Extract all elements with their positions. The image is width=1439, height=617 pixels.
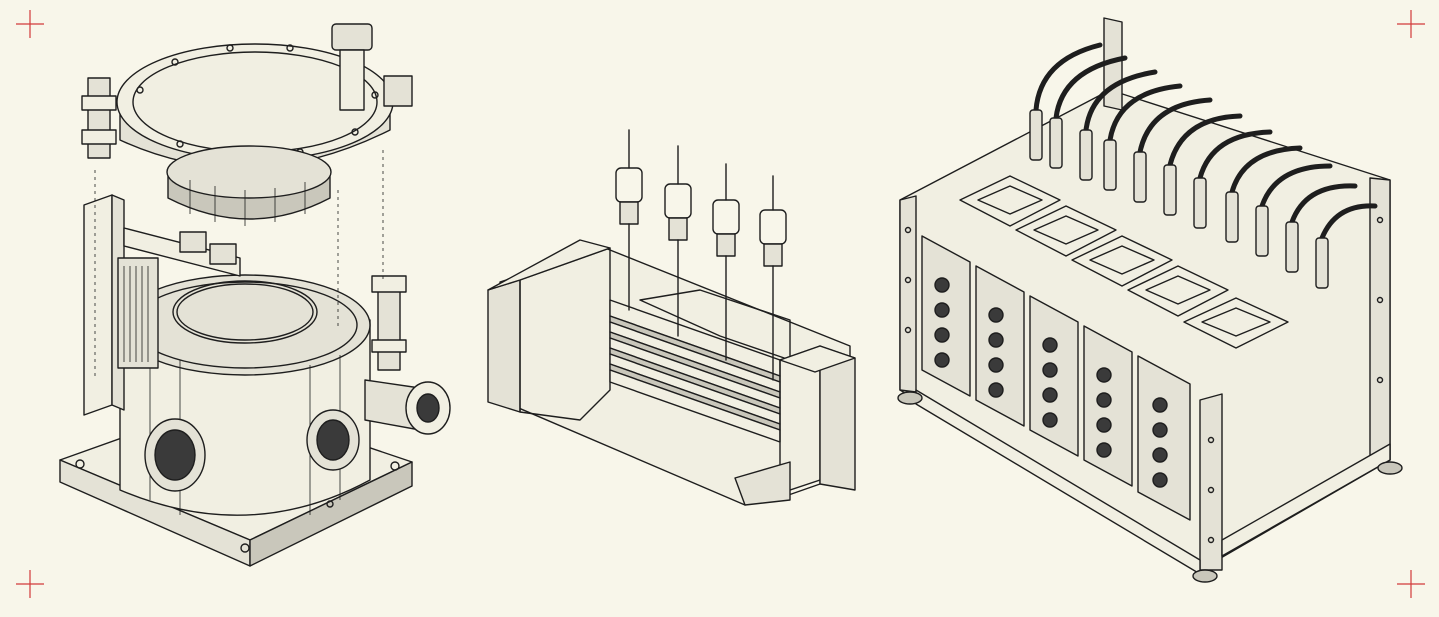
layered-block-drawing (487, 129, 856, 506)
registration-mark-top-left (16, 10, 44, 38)
linear-stage (83, 194, 241, 416)
probe-4 (759, 175, 787, 381)
crosshair-icon (1397, 10, 1425, 38)
registration-mark-bottom-left (16, 570, 44, 598)
registration-mark-bottom-right (1397, 570, 1425, 598)
front-module-2 (975, 265, 1025, 427)
modular-rack-drawing (897, 17, 1403, 583)
registration-mark-top-right (1397, 10, 1425, 38)
front-module-4 (1083, 325, 1133, 487)
vacuum-chamber-drawing (59, 23, 451, 567)
crosshair-icon (16, 570, 44, 598)
probe-1 (615, 129, 643, 311)
top-module-4 (1127, 265, 1229, 317)
probe-2 (664, 145, 692, 337)
probe-3 (712, 163, 740, 361)
front-module-1 (921, 235, 971, 397)
top-module-5 (1183, 297, 1289, 349)
laminate-layers (609, 289, 791, 443)
front-module-5 (1137, 355, 1191, 521)
top-module-1 (959, 175, 1061, 227)
chamber-lid (81, 23, 413, 226)
top-module-3 (1071, 235, 1173, 287)
crosshair-icon (1397, 570, 1425, 598)
cable-bundle (1033, 42, 1378, 241)
crosshair-icon (16, 10, 44, 38)
chamber-body (119, 274, 451, 516)
alignment-lines (94, 150, 384, 380)
top-module-2 (1015, 205, 1117, 257)
cable-connectors (1029, 109, 1329, 289)
right-end-cap (734, 345, 856, 506)
front-module-3 (1029, 295, 1079, 457)
left-end-cap (487, 239, 611, 421)
